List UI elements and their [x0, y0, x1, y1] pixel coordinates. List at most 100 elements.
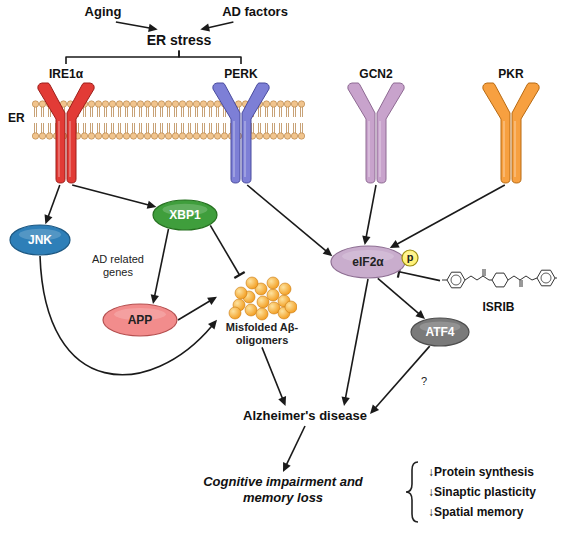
edge-label-text: ? — [419, 375, 429, 388]
arrowhead — [200, 23, 210, 31]
connector — [399, 272, 440, 281]
receptor-shine — [233, 121, 235, 177]
connector-group — [390, 185, 505, 248]
receptor-half — [512, 83, 539, 183]
molecule-bonds — [442, 269, 557, 288]
node-text: ATF4 — [425, 325, 454, 339]
phospho-circle: p — [401, 249, 419, 267]
connector — [72, 185, 149, 205]
connector-group — [370, 346, 430, 414]
node-text: p — [407, 251, 414, 264]
annotation: ↓Sinaptic plasticity — [428, 482, 536, 500]
oligomer-ball — [229, 307, 241, 319]
connector — [345, 279, 368, 399]
node-text: Misfolded Aβ-oligomers — [217, 321, 307, 347]
kinase-receptor: PKR — [480, 64, 542, 185]
curly-brace — [406, 462, 418, 522]
connector-group — [362, 185, 376, 245]
receptor-shine — [368, 121, 370, 177]
arrowhead — [278, 396, 286, 406]
node-text: XBP1 — [169, 208, 200, 222]
connector — [366, 185, 376, 238]
node-text: AD factors — [222, 4, 288, 20]
kinase-receptor: GCN2 — [345, 64, 407, 185]
stress-heading: ER stress — [144, 30, 215, 51]
connector-group — [179, 51, 241, 65]
connector — [247, 185, 327, 252]
disease-heading: Alzheimer's disease — [240, 406, 370, 426]
node-text: JNK — [28, 233, 52, 247]
input-factor: AD factors — [219, 2, 291, 22]
node-text: ISRIB — [440, 300, 557, 314]
signal-ellipse: APP — [102, 303, 178, 337]
node-text: Alzheimer's disease — [243, 408, 367, 424]
receptor-shape — [35, 81, 97, 185]
node-text: Aging — [85, 4, 122, 20]
signal-ellipse: eIF2α — [330, 245, 406, 279]
connector — [262, 347, 283, 399]
arrowhead — [390, 240, 400, 248]
node-text: Cognitive impairment and memory loss — [203, 474, 363, 505]
arrowhead — [370, 404, 379, 414]
connector — [179, 51, 241, 65]
ellipse-fill — [10, 225, 70, 255]
sensor-label: PERK — [210, 64, 272, 81]
receptor-half — [67, 83, 94, 183]
connector — [210, 225, 239, 275]
aromatic-ring — [451, 275, 461, 285]
arrowhead — [342, 396, 350, 406]
annotation-text: ER — [8, 111, 25, 125]
receptor-half — [377, 83, 404, 183]
node-text: APP — [128, 313, 153, 327]
arrowhead — [283, 462, 291, 472]
oligomer-ball — [279, 283, 291, 295]
oligomer-ball — [256, 308, 268, 320]
ellipse-fill — [411, 318, 469, 346]
connector-group — [283, 426, 305, 472]
arrowhead — [415, 310, 425, 319]
aromatic-ring — [541, 273, 551, 283]
receptor-shine — [244, 121, 246, 177]
arrowhead — [207, 297, 217, 305]
molecule-structure — [440, 258, 557, 300]
arrowhead — [208, 320, 217, 330]
connector-group — [378, 278, 425, 319]
arrowhead — [147, 201, 157, 209]
connector-group — [262, 347, 286, 406]
arrowhead — [323, 247, 333, 256]
receptor-shape — [210, 81, 272, 185]
receptor-shine — [379, 121, 381, 177]
annotation-text: ↓Spatial memory — [428, 505, 523, 519]
er-sensor: IRE1α — [35, 64, 97, 185]
connector-group — [66, 51, 179, 65]
receptor-half — [213, 83, 240, 183]
receptor-half — [242, 83, 269, 183]
receptor-half — [38, 83, 65, 183]
connector-group — [178, 297, 217, 320]
connector-group — [72, 185, 156, 209]
ellipse-fill — [402, 250, 418, 266]
connector-group — [45, 185, 60, 224]
sensor-label: GCN2 — [345, 64, 407, 81]
connector-group — [342, 279, 368, 406]
edge-label: AD related genes — [84, 253, 152, 280]
sensor-label: IRE1α — [35, 64, 97, 81]
arrowhead — [151, 294, 159, 304]
connector — [116, 22, 151, 28]
connector-group — [247, 185, 332, 256]
receptor-shine — [514, 121, 516, 177]
annotation-text: ↓Protein synthesis — [428, 465, 534, 479]
signal-ellipse: JNK — [9, 224, 71, 256]
connector — [178, 300, 211, 320]
oligomer-balls — [227, 275, 297, 321]
arrowhead — [45, 214, 53, 224]
oligomer-ball — [257, 296, 269, 308]
oligomer-cluster: Misfolded Aβ-oligomers — [217, 275, 307, 347]
ellipse-fill — [331, 246, 405, 278]
arrowhead — [148, 24, 158, 32]
er-sensor: PERK — [210, 64, 272, 185]
connector — [154, 229, 168, 297]
ellipse-fill — [153, 200, 217, 230]
receptor-shine — [58, 121, 60, 177]
